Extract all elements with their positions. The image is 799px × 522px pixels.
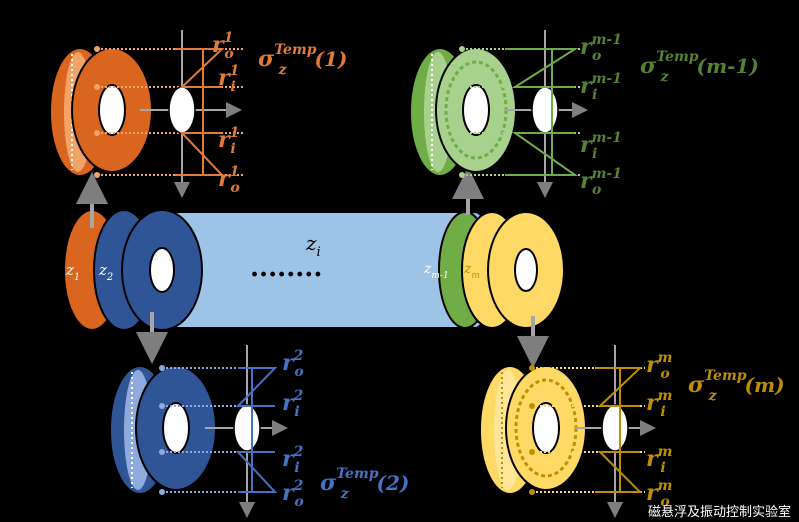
svg-text:rm-1i: rm-1i: [580, 71, 622, 103]
disc-zm-1-label: zm-1: [423, 261, 449, 281]
svg-text:rmo: rmo: [646, 478, 672, 510]
watermark-text: 磁悬浮及振动控制实验室: [647, 505, 791, 520]
svg-text:rm-1o: rm-1o: [580, 32, 622, 64]
svg-text:r2o: r2o: [282, 478, 304, 510]
svg-text:r1o: r1o: [212, 30, 234, 62]
panel-2: [109, 345, 288, 518]
svg-text:rmo: rmo: [646, 350, 672, 382]
svg-text:rmi: rmi: [646, 388, 672, 420]
panel-m-1: [409, 30, 588, 198]
svg-text:r1o: r1o: [218, 164, 240, 196]
svg-text:rm-1i: rm-1i: [580, 130, 622, 162]
disc-zm-label: zm: [463, 261, 480, 281]
svg-text:r1i: r1i: [218, 63, 239, 95]
svg-text:rm-1o: rm-1o: [580, 166, 622, 198]
main-cylinder: [63, 209, 565, 331]
svg-text:r2i: r2i: [282, 388, 304, 420]
cylinder-body: [164, 211, 476, 329]
svg-text:r1i: r1i: [218, 125, 239, 157]
panel-1: [49, 30, 245, 198]
svg-text:rmi: rmi: [646, 444, 672, 476]
disc-z1-label: z1: [65, 261, 80, 283]
svg-text:r2i: r2i: [282, 444, 304, 476]
panel-m: [479, 345, 656, 518]
bore-right: [514, 248, 538, 292]
bore-left: [149, 247, 175, 293]
connector-arrows: [76, 167, 549, 368]
center-label: zi: [305, 231, 321, 260]
svg-text:r2o: r2o: [282, 348, 304, 380]
disc-z2-label: z2: [98, 261, 113, 283]
ellipsis: ........: [250, 253, 322, 283]
